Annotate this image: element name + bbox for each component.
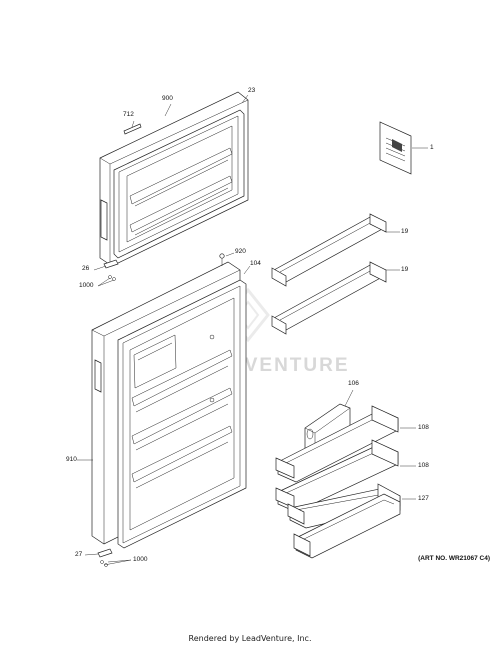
callout-23: 23 — [248, 87, 256, 94]
callout-1000-lower: 1000 — [133, 556, 148, 563]
screw-920 — [219, 253, 225, 266]
freezer-door-bin-1 — [271, 213, 387, 287]
footer-credit: Rendered by LeadVenture, Inc. — [188, 634, 312, 643]
callout-127: 127 — [418, 495, 429, 502]
literature-manual — [379, 121, 412, 175]
door-bin-108-upper — [275, 405, 399, 483]
freezer-label-plate — [123, 123, 142, 135]
door-bin-127-lower — [293, 493, 401, 559]
callout-1: 1 — [430, 144, 434, 151]
callout-1000-upper: 1000 — [79, 282, 94, 289]
upper-hinge-bracket — [103, 259, 119, 281]
freezer-door-gasket — [113, 109, 245, 259]
callout-19-upper: 19 — [401, 228, 409, 235]
callout-108-upper: 108 — [418, 424, 429, 431]
art-number: (ART NO. WR21067 C4) — [418, 555, 490, 562]
leader-lines — [77, 94, 428, 566]
freezer-door-bin-2 — [271, 261, 387, 335]
callout-108-lower: 108 — [418, 462, 429, 469]
callout-920: 920 — [235, 248, 246, 255]
callout-106: 106 — [348, 380, 359, 387]
callout-19-lower: 19 — [401, 266, 409, 273]
callout-104: 104 — [250, 260, 261, 267]
callout-27: 27 — [75, 551, 83, 558]
callout-26: 26 — [82, 265, 90, 272]
callout-712: 712 — [123, 111, 134, 118]
callout-910: 910 — [66, 456, 77, 463]
fresh-food-door-gasket — [117, 279, 247, 549]
door-bin-108-lower — [275, 439, 399, 513]
callout-900: 900 — [162, 95, 173, 102]
